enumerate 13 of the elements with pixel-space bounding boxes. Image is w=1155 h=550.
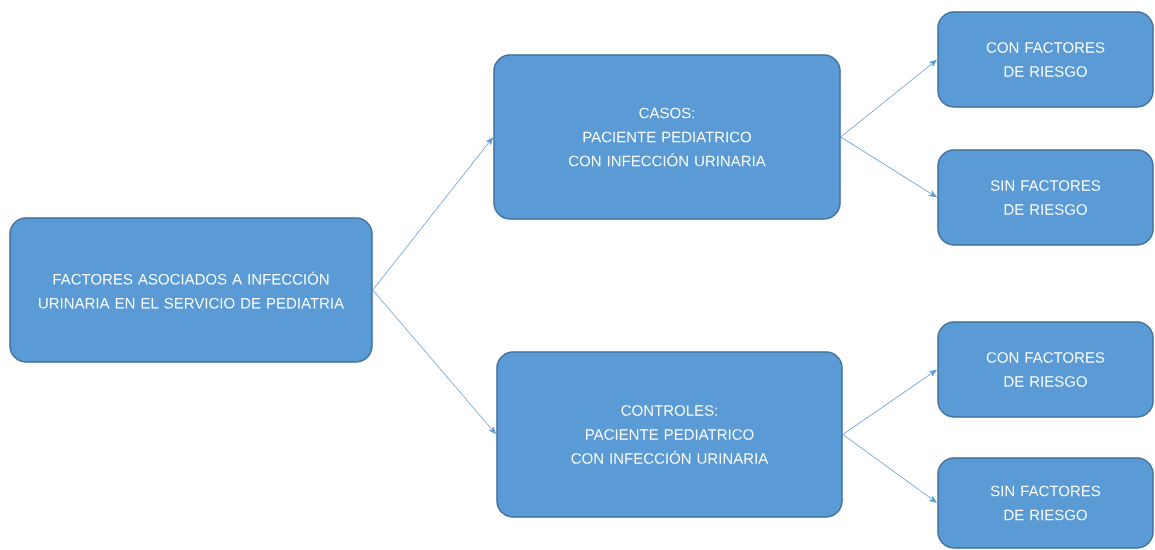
arrow bbox=[372, 289, 496, 434]
process-box: CON FACTORES DE RIESGO bbox=[937, 321, 1154, 418]
arrow bbox=[840, 59, 937, 138]
arrow bbox=[372, 137, 493, 291]
arrow bbox=[842, 369, 937, 435]
process-box: SIN FACTORES DE RIESGO bbox=[937, 457, 1154, 549]
process-box: SIN FACTORES DE RIESGO bbox=[937, 149, 1154, 246]
process-box: CONTROLES: PACIENTE PEDIATRICO CON INFECCIÓN URINARIA bbox=[496, 351, 843, 518]
arrow bbox=[842, 434, 937, 503]
arrow bbox=[840, 136, 937, 198]
process-box: FACTORES ASOCIADOS A INFECCIÓN URINARIA EN EL SERVICIO DE PEDIATRIA bbox=[9, 217, 373, 363]
process-box: CON FACTORES DE RIESGO bbox=[937, 11, 1154, 108]
process-box: CASOS: PACIENTE PEDIATRICO CON INFECCIÓN URINARIA bbox=[493, 54, 841, 220]
